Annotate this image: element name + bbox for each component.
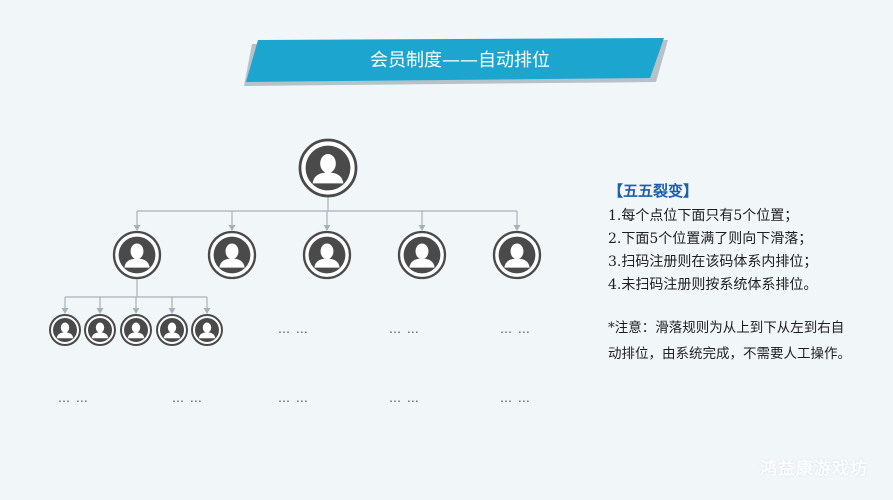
row2-ellipsis: … …	[500, 322, 531, 336]
person-avatar-icon	[84, 314, 116, 346]
person-avatar-icon	[191, 314, 223, 346]
arrow-head	[133, 225, 141, 231]
arrow-head	[418, 225, 426, 231]
row3-ellipsis: … …	[278, 391, 309, 405]
person-avatar-icon	[120, 314, 152, 346]
person-avatar-icon	[207, 230, 257, 280]
note-text: *注意：滑落规则为从上到下从左到右自动排位，由系统完成，不需要人工操作。	[608, 320, 851, 362]
rule-item: 4.未扫码注册则按系统体系排位。	[608, 277, 818, 293]
page-title: 会员制度——自动排位	[370, 50, 550, 71]
person-avatar-icon	[156, 314, 188, 346]
row3-ellipsis: … …	[58, 391, 89, 405]
person-avatar-icon	[298, 138, 358, 198]
arrow-head	[132, 308, 140, 314]
arrow-head	[323, 225, 331, 231]
person-avatar-icon	[492, 230, 542, 280]
rule-item: 2.下面5个位置满了则向下滑落；	[608, 231, 813, 247]
hierarchy-diagram	[49, 138, 542, 346]
person-avatar-icon	[49, 314, 81, 346]
row3-ellipsis: … …	[389, 391, 420, 405]
row2-ellipsis: … …	[278, 322, 309, 336]
arrow-head	[228, 225, 236, 231]
rule-item: 3.扫码注册则在该码体系内排位；	[608, 254, 818, 270]
rules-panel: 【五五裂变】 1.每个点位下面只有5个位置； 2.下面5个位置满了则向下滑落； …	[608, 180, 888, 367]
person-avatar-icon	[112, 230, 162, 280]
row2-ellipsis: … …	[389, 322, 420, 336]
arrow-head	[513, 225, 521, 231]
panel-title: 【五五裂变】	[608, 182, 699, 200]
title-banner	[244, 38, 668, 86]
rule-item: 1.每个点位下面只有5个位置；	[608, 208, 799, 224]
arrow-head	[96, 308, 104, 314]
arrow-head	[168, 308, 176, 314]
watermark-text: 鸿益康游戏坊	[760, 459, 868, 479]
arrow-head	[203, 308, 211, 314]
row3-ellipsis: … …	[172, 391, 203, 405]
banner-ribbon	[246, 38, 664, 82]
row3-ellipsis: … …	[500, 391, 531, 405]
person-avatar-icon	[397, 230, 447, 280]
person-avatar-icon	[302, 230, 352, 280]
arrow-head	[61, 308, 69, 314]
